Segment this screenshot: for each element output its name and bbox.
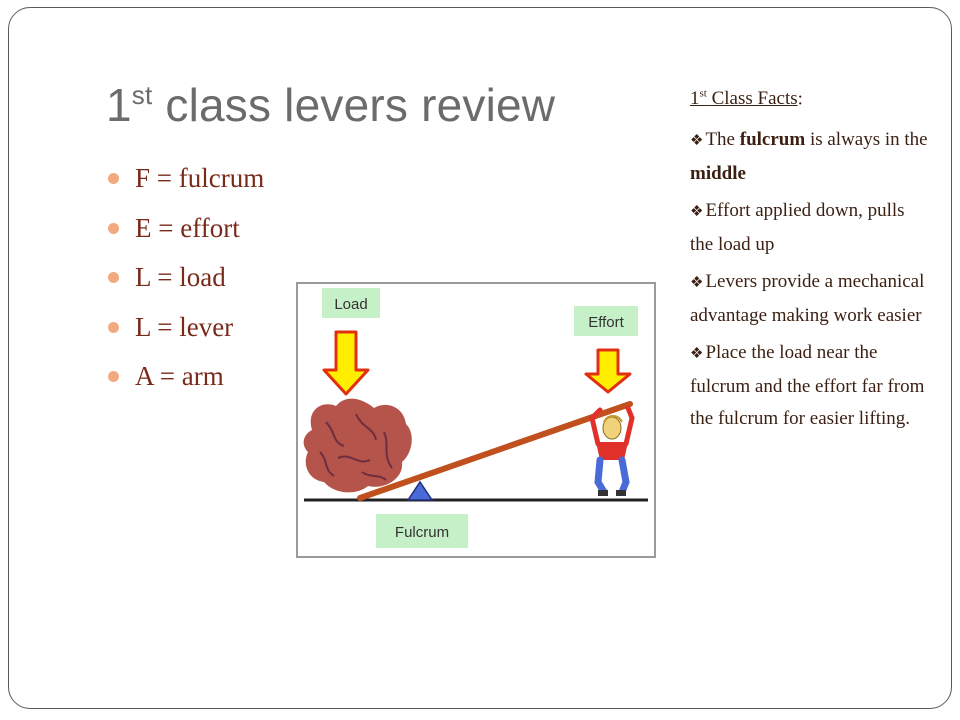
bullet-dot-icon — [108, 222, 119, 234]
list-item: F = fulcrum — [104, 160, 264, 210]
list-item: E = effort — [104, 210, 264, 260]
fact-item: ❖Levers provide a mechanical advantage m… — [690, 266, 930, 332]
diamond-bullet-icon: ❖ — [690, 275, 704, 292]
fact-item: ❖The fulcrum is always in the middle — [690, 124, 930, 190]
list-item: L = lever — [104, 309, 264, 359]
svg-text:Effort: Effort — [588, 314, 624, 331]
diamond-bullet-icon: ❖ — [690, 346, 704, 363]
fact-item: ❖Place the load near the fulcrum and the… — [690, 337, 930, 436]
definitions-list: F = fulcrum E = effort L = load L = leve… — [104, 160, 264, 408]
fulcrum-label: Fulcrum — [376, 514, 468, 548]
facts-panel: 1st Class Facts: ❖The fulcrum is always … — [690, 88, 930, 441]
bullet-dot-icon — [108, 173, 119, 184]
list-item: A = arm — [104, 358, 264, 408]
load-arrow-icon — [322, 330, 370, 396]
person-icon — [589, 405, 635, 496]
fulcrum-icon — [406, 480, 434, 501]
page-title: 1st class levers review — [106, 79, 556, 131]
effort-label: Effort — [574, 306, 638, 336]
effort-arrow-icon — [584, 348, 632, 394]
bullet-dot-icon — [108, 371, 119, 382]
diamond-bullet-icon: ❖ — [690, 204, 704, 221]
lever-diagram: Load Effort Fulcrum — [296, 282, 656, 558]
facts-heading: 1st Class Facts: — [690, 88, 803, 110]
load-label: Load — [322, 288, 380, 318]
svg-text:Load: Load — [334, 296, 367, 313]
load-rock-icon — [303, 398, 412, 493]
diamond-bullet-icon: ❖ — [690, 133, 704, 150]
bullet-dot-icon — [108, 272, 119, 283]
svg-text:Fulcrum: Fulcrum — [395, 524, 449, 541]
list-item: L = load — [104, 259, 264, 309]
fact-item: ❖Effort applied down, pulls the load up — [690, 195, 930, 261]
bullet-dot-icon — [108, 321, 119, 333]
lever-bar — [357, 401, 633, 501]
